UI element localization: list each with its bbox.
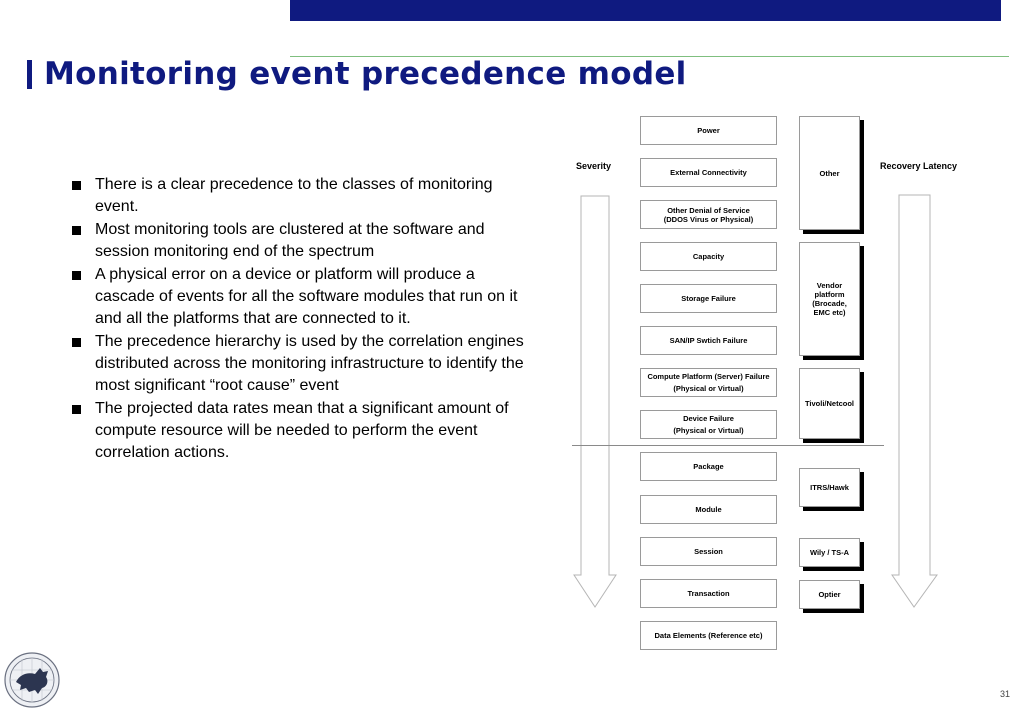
bullet-square-icon bbox=[72, 181, 81, 190]
bullet-item: A physical error on a device or platform… bbox=[70, 264, 530, 330]
severity-label: Severity bbox=[576, 161, 612, 171]
tool-wily-tsa: Wily / TS-A bbox=[799, 538, 860, 567]
event-external-connectivity: External Connectivity bbox=[640, 158, 777, 187]
bullet-square-icon bbox=[72, 405, 81, 414]
header-bar bbox=[290, 0, 1001, 21]
event-data-elements: Data Elements (Reference etc) bbox=[640, 621, 777, 650]
event-storage-failure: Storage Failure bbox=[640, 284, 777, 313]
event-power: Power bbox=[640, 116, 777, 145]
tool-itrs-hawk: ITRS/Hawk bbox=[799, 468, 860, 507]
bullet-square-icon bbox=[72, 226, 81, 235]
header-rule bbox=[290, 56, 1009, 57]
hardware-software-divider bbox=[572, 445, 884, 446]
arrows bbox=[573, 194, 938, 608]
bullet-square-icon bbox=[72, 271, 81, 280]
severity-arrow-icon bbox=[573, 195, 617, 608]
event-compute-platform-failure: Compute Platform (Server) Failure(Physic… bbox=[640, 368, 777, 397]
event-session: Session bbox=[640, 537, 777, 566]
event-device-failure: Device Failure(Physical or Virtual) bbox=[640, 410, 777, 439]
bullet-item: Most monitoring tools are clustered at t… bbox=[70, 219, 530, 263]
event-san-switch-failure: SAN/IP Swtich Failure bbox=[640, 326, 777, 355]
event-module: Module bbox=[640, 495, 777, 524]
page-number: 31 bbox=[1000, 689, 1011, 699]
tool-vendor-platform: Vendor platform (Brocade, EMC etc) bbox=[799, 242, 860, 356]
bullet-item: The projected data rates mean that a sig… bbox=[70, 398, 530, 464]
bullet-item: There is a clear precedence to the class… bbox=[70, 174, 530, 218]
tool-other: Other bbox=[799, 116, 860, 230]
recovery-latency-label: Recovery Latency bbox=[880, 161, 958, 171]
bullet-list: There is a clear precedence to the class… bbox=[70, 174, 530, 465]
bullet-square-icon bbox=[72, 338, 81, 347]
tool-optier: Optier bbox=[799, 580, 860, 609]
event-transaction: Transaction bbox=[640, 579, 777, 608]
recovery-latency-arrow-icon bbox=[891, 194, 938, 608]
title-marker bbox=[27, 60, 32, 89]
event-capacity: Capacity bbox=[640, 242, 777, 271]
event-package: Package bbox=[640, 452, 777, 481]
bull-logo-icon bbox=[4, 652, 60, 708]
tool-tivoli-netcool: Tivoli/Netcool bbox=[799, 368, 860, 439]
bullet-item: The precedence hierarchy is used by the … bbox=[70, 331, 530, 397]
page-title: Monitoring event precedence model bbox=[44, 56, 687, 92]
event-denial-of-service: Other Denial of Service(DDOS Virus or Ph… bbox=[640, 200, 777, 229]
